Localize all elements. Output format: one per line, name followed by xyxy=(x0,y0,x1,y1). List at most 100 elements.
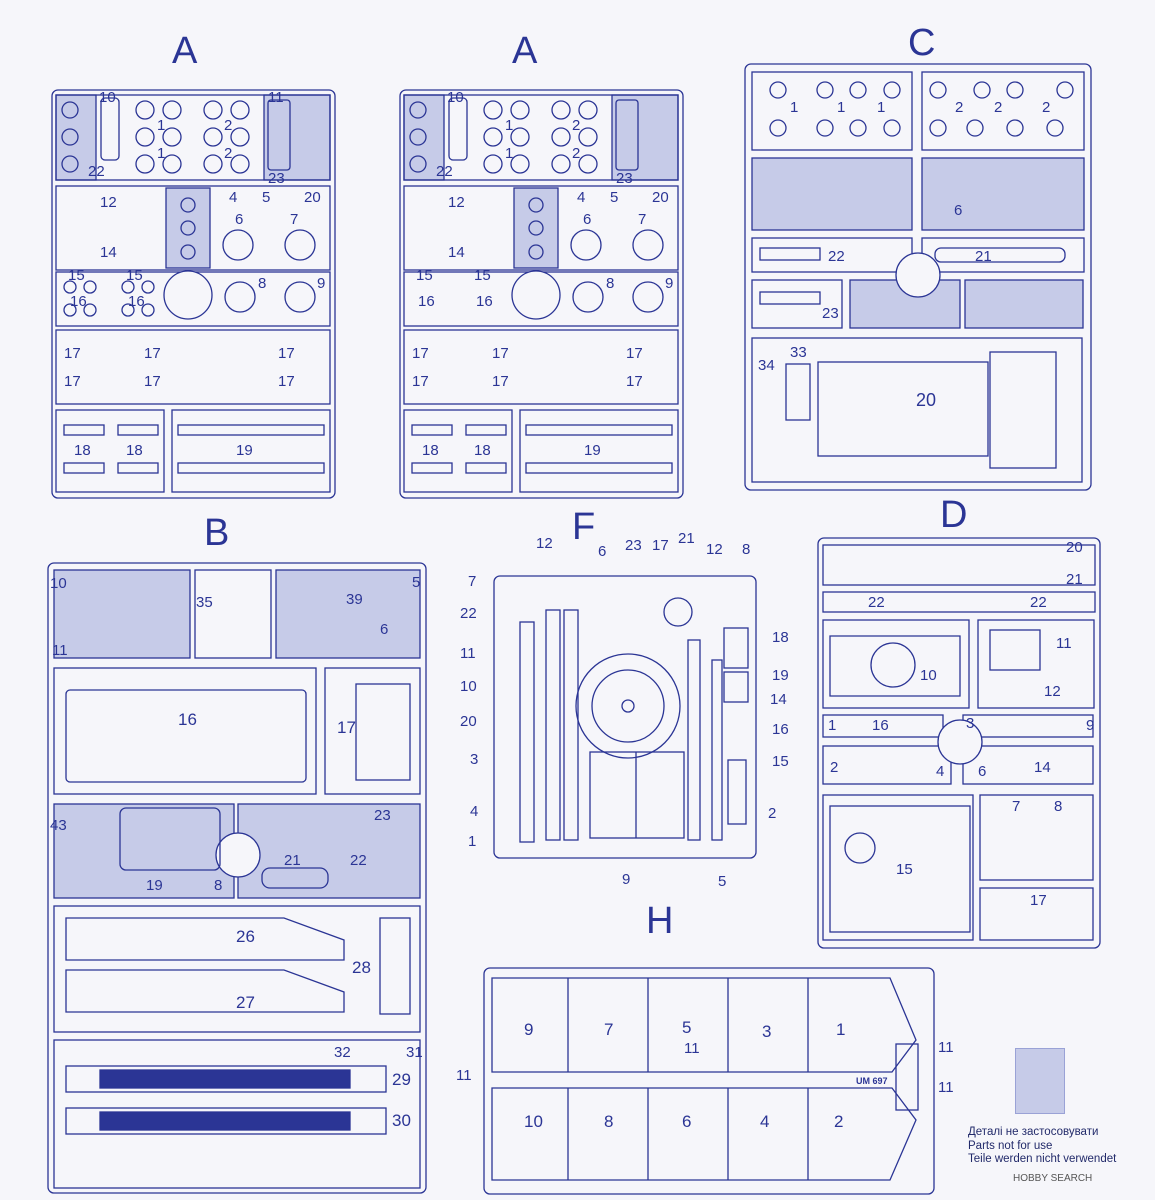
part-number: 6 xyxy=(235,211,244,228)
part-number: 17 xyxy=(492,373,509,390)
part-number: 5 xyxy=(262,189,271,206)
part-number: 43 xyxy=(50,817,67,834)
part-number: 20 xyxy=(652,189,669,206)
part-number: 21 xyxy=(678,530,695,547)
part-number: 15 xyxy=(474,267,491,284)
part-number: 31 xyxy=(406,1044,423,1061)
part-number: 8 xyxy=(604,1112,614,1131)
part-number: 28 xyxy=(352,958,371,977)
part-number: 27 xyxy=(236,993,255,1012)
sprue-letter-b: B xyxy=(204,512,230,554)
part-number: 6 xyxy=(682,1112,692,1131)
part-number: 33 xyxy=(790,344,807,361)
part-number: 6 xyxy=(978,763,987,780)
part-number: 15 xyxy=(68,267,85,284)
sprue-letter-h: H xyxy=(646,900,674,942)
sprue-b xyxy=(47,562,427,1194)
part-number: 12 xyxy=(448,194,465,211)
part-number: 3 xyxy=(762,1022,772,1041)
part-number: 9 xyxy=(665,275,674,292)
part-number: 10 xyxy=(460,678,477,695)
part-number: 15 xyxy=(772,753,789,770)
part-number: 22 xyxy=(868,594,885,611)
part-number: 23 xyxy=(625,537,642,554)
part-number: 1 xyxy=(157,117,166,134)
part-number: 17 xyxy=(412,345,429,362)
part-number: 9 xyxy=(1086,717,1095,734)
legend-line-de: Teile werden nicht verwendet xyxy=(968,1153,1117,1165)
part-number: 19 xyxy=(146,877,163,894)
part-number: 20 xyxy=(916,390,937,410)
part-number: 1 xyxy=(828,717,837,734)
part-number: 20 xyxy=(304,189,321,206)
part-number: 39 xyxy=(346,591,363,608)
part-number: 10 xyxy=(99,89,116,106)
sprue-letter-c: C xyxy=(908,22,936,64)
part-number: 30 xyxy=(392,1111,411,1130)
part-number: 23 xyxy=(822,305,839,322)
part-number: 19 xyxy=(772,667,789,684)
part-number: 8 xyxy=(1054,798,1063,815)
part-number: 10 xyxy=(920,667,937,684)
sprue-h xyxy=(483,967,935,1195)
sprue-f xyxy=(493,575,757,859)
part-number: 2 xyxy=(224,145,233,162)
part-number: 6 xyxy=(598,543,607,560)
part-number: 16 xyxy=(178,710,197,729)
hobby-search-watermark: HOBBY SEARCH xyxy=(1013,1173,1092,1184)
part-number: 11 xyxy=(938,1079,954,1096)
part-number: 16 xyxy=(418,293,435,310)
legend-line-en: Parts not for use xyxy=(968,1139,1053,1152)
part-number: 18 xyxy=(474,442,491,459)
part-number: 2 xyxy=(572,145,581,162)
part-number: 2 xyxy=(834,1112,844,1131)
sprue-d xyxy=(817,537,1101,949)
part-number: 19 xyxy=(584,442,601,459)
sprue-letter-f: F xyxy=(572,506,596,548)
part-number: 12 xyxy=(536,535,553,552)
part-number: 14 xyxy=(770,691,787,708)
part-number: 15 xyxy=(126,267,143,284)
part-number: 3 xyxy=(966,715,975,732)
part-number: 11 xyxy=(938,1039,954,1056)
part-number: 14 xyxy=(100,244,117,261)
part-number: 17 xyxy=(412,373,429,390)
part-number: 17 xyxy=(626,345,643,362)
part-number: 35 xyxy=(196,594,213,611)
part-number: 23 xyxy=(374,807,391,824)
sprue-c xyxy=(744,63,1092,491)
part-number: 11 xyxy=(684,1040,700,1057)
sprue-code: UM 697 xyxy=(856,1076,888,1086)
part-number: 7 xyxy=(290,211,299,228)
part-number: 1 xyxy=(157,145,166,162)
part-number: 17 xyxy=(144,373,161,390)
part-number: 7 xyxy=(604,1020,614,1039)
part-number: 10 xyxy=(447,89,464,106)
part-number: 8 xyxy=(258,275,267,292)
unused-parts-swatch xyxy=(1015,1048,1065,1114)
part-number: 5 xyxy=(610,189,619,206)
part-number: 29 xyxy=(392,1070,411,1089)
part-number: 8 xyxy=(742,541,751,558)
part-number: 23 xyxy=(616,170,633,187)
part-number: 18 xyxy=(126,442,143,459)
part-number: 12 xyxy=(100,194,117,211)
part-number: 17 xyxy=(1030,892,1047,909)
part-number: 15 xyxy=(896,861,913,878)
part-number: 22 xyxy=(88,163,105,180)
part-number: 4 xyxy=(760,1112,770,1131)
sprue-a-left xyxy=(51,89,336,499)
part-number: 20 xyxy=(460,713,477,730)
part-number: 11 xyxy=(456,1067,472,1084)
part-number: 6 xyxy=(380,621,389,638)
part-number: 10 xyxy=(524,1112,543,1131)
part-number: 7 xyxy=(638,211,647,228)
part-number: 12 xyxy=(1044,683,1061,700)
part-number: 1 xyxy=(877,99,886,116)
part-number: 22 xyxy=(828,248,845,265)
watermark-text: HOBBY SEARCH xyxy=(1013,1173,1093,1184)
part-number: 1 xyxy=(505,145,514,162)
part-number: 1 xyxy=(468,833,477,850)
part-number: 21 xyxy=(1066,571,1083,588)
part-number: 2 xyxy=(994,99,1003,116)
